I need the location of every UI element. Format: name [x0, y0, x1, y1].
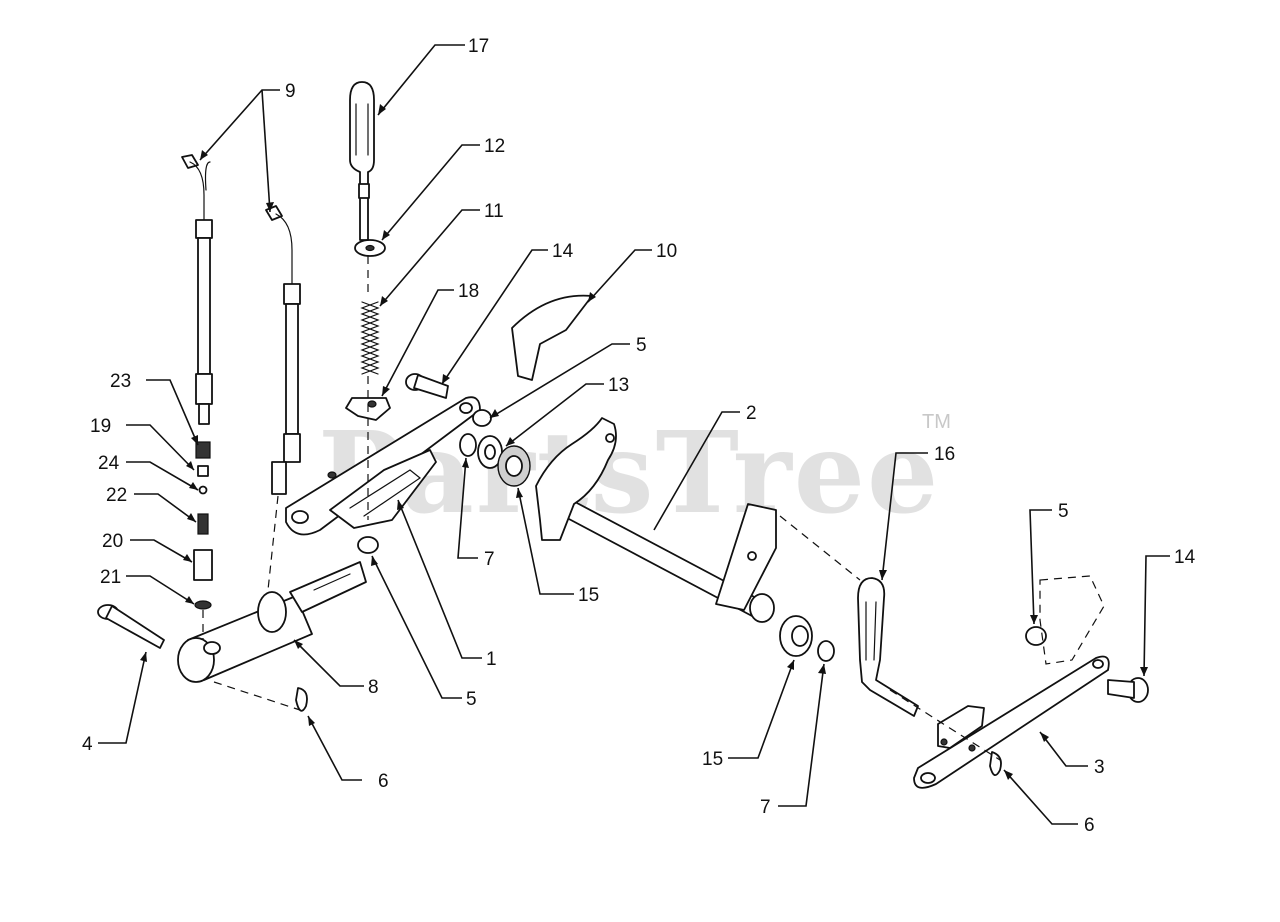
callout-6-left: 6: [378, 771, 389, 792]
part-23-nut: [195, 441, 211, 459]
part-15-bushing-right: [779, 615, 813, 657]
callout-19: 19: [90, 416, 111, 437]
callout-5-bottom: 5: [466, 689, 477, 710]
callout-20: 20: [102, 531, 123, 552]
part-2-shaft: [535, 417, 777, 623]
callout-5-top: 5: [636, 335, 647, 356]
part-6-cotter-pin-left: [295, 687, 308, 712]
part-5-nut-top: [472, 409, 492, 427]
part-7-ring-left: [459, 433, 477, 457]
part-13-washer-hole: [484, 444, 496, 460]
callout-21: 21: [100, 567, 121, 588]
part-20-coupler: [193, 549, 213, 581]
callout-24: 24: [98, 453, 120, 474]
assembly-lines: [202, 256, 1001, 761]
callout-15-left: 15: [578, 585, 599, 606]
part-14-bolt-top: [405, 373, 449, 399]
part-11-spring: [360, 301, 380, 375]
callout-17: 17: [468, 36, 489, 57]
watermark-trademark: TM: [922, 411, 951, 433]
part-9-cable-left: [181, 154, 213, 425]
part-22-pin: [197, 513, 209, 535]
callout-1: 1: [486, 649, 497, 670]
callout-9: 9: [285, 81, 296, 102]
callout-5-right: 5: [1058, 501, 1069, 522]
part-21-washer: [194, 600, 212, 610]
part-14-bolt-right: [1107, 677, 1149, 703]
part-19-spacer: [197, 465, 209, 477]
part-3-phantom-bracket: [1039, 575, 1105, 665]
part-1-lever-plate: [285, 396, 481, 536]
part-3-lever-plate: [913, 655, 1110, 789]
callout-13: 13: [608, 375, 629, 396]
callout-18: 18: [458, 281, 479, 302]
part-15-bushing-left: [497, 445, 531, 487]
part-4-pin: [97, 604, 165, 649]
callout-3: 3: [1094, 757, 1105, 778]
part-7-ring-right: [817, 640, 835, 662]
part-9-cable-right: [265, 205, 301, 495]
leader-lines: [98, 44, 1170, 825]
callout-14-right: 14: [1174, 547, 1196, 568]
callout-14-top: 14: [552, 241, 574, 262]
part-5-nut-bottom: [357, 536, 379, 554]
callout-12: 12: [484, 136, 505, 157]
part-5-nut-right: [1025, 626, 1047, 646]
callout-7-left: 7: [484, 549, 495, 570]
callout-6-right: 6: [1084, 815, 1095, 836]
part-17-handle-rod: [349, 81, 375, 241]
callout-labels: 17 9 12 11 14 10 18 5 13 23 2 19 16 24 2…: [82, 36, 1196, 836]
part-10-segment: [511, 294, 593, 381]
part-24-ball: [198, 485, 208, 495]
callout-22: 22: [106, 485, 127, 506]
callout-15-right: 15: [702, 749, 723, 770]
part-12-washer-hole: [365, 244, 375, 252]
part-16-handle: [857, 577, 919, 717]
callout-8: 8: [368, 677, 379, 698]
part-8-cylinder: [177, 561, 367, 683]
part-6-cotter-pin-right: [989, 751, 1002, 776]
part-18-bracket-hole: [367, 400, 377, 408]
callout-23: 23: [110, 371, 131, 392]
callout-11: 11: [484, 201, 504, 222]
callout-2: 2: [746, 403, 757, 424]
callout-10: 10: [656, 241, 677, 262]
callout-4: 4: [82, 734, 93, 755]
callout-16: 16: [934, 444, 955, 465]
callout-7-right: 7: [760, 797, 771, 818]
